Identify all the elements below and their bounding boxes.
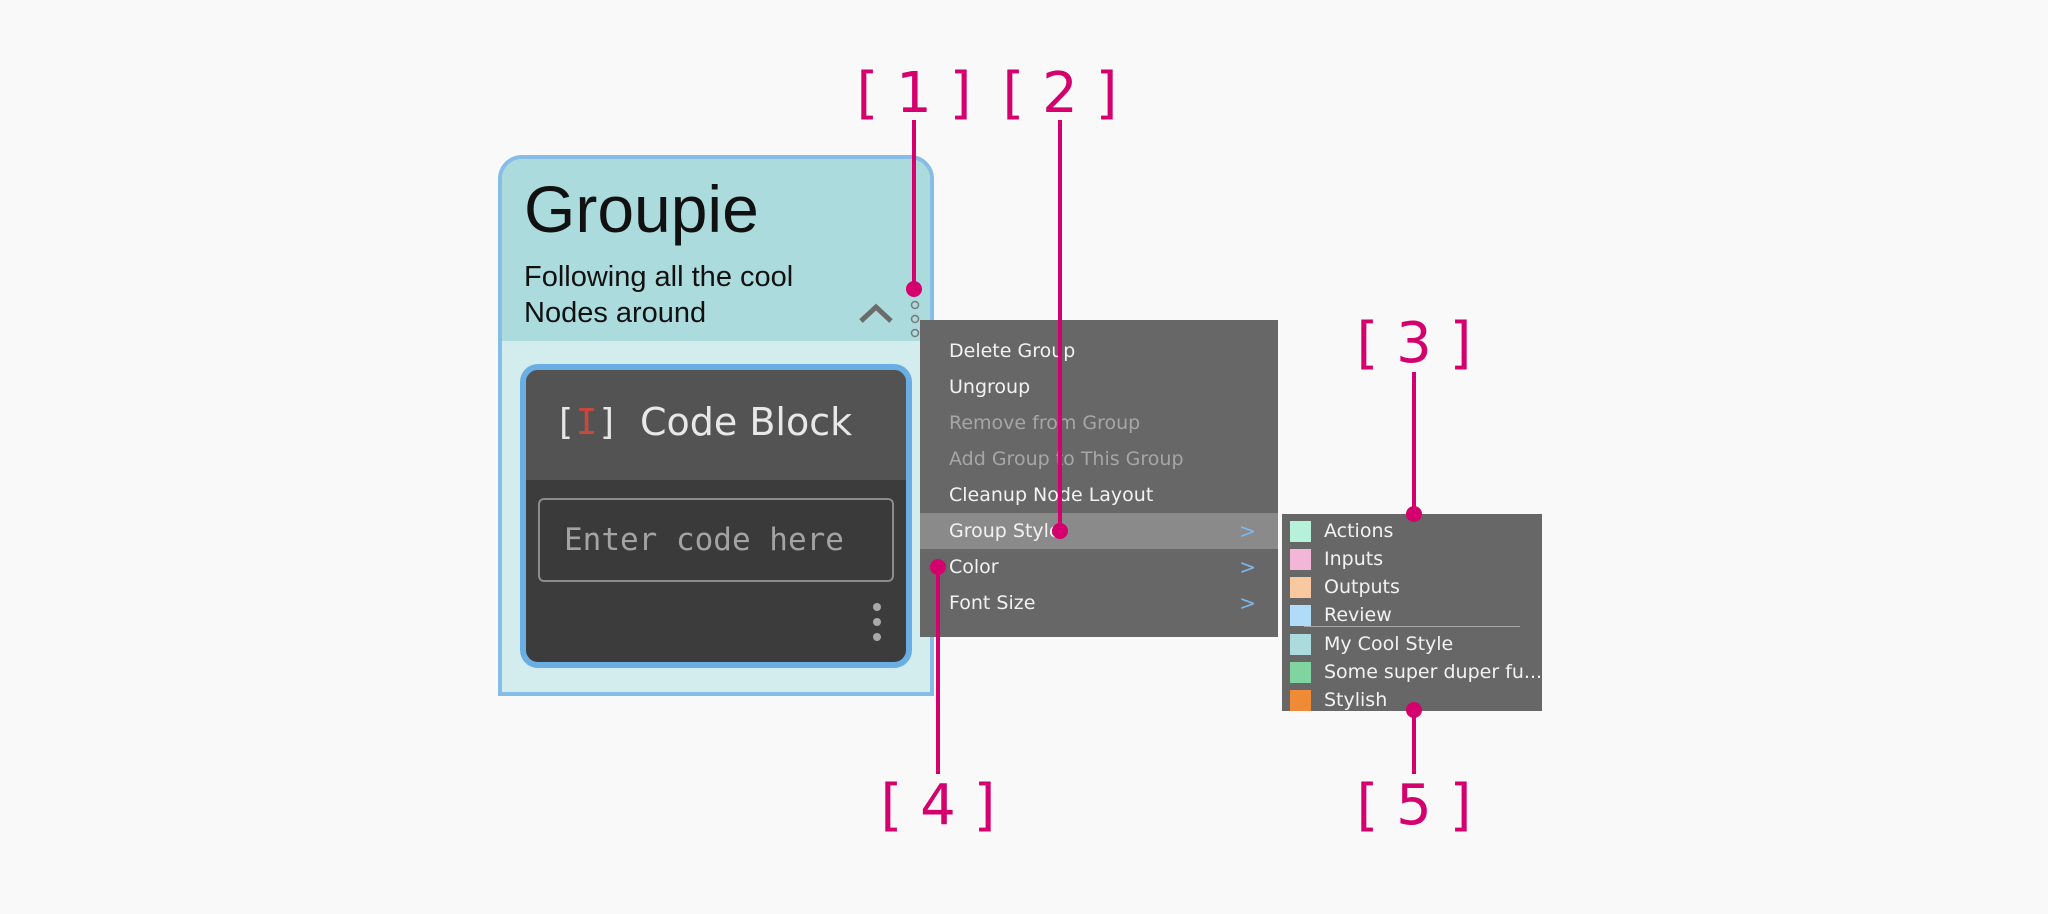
chevron-up-icon[interactable]	[858, 301, 894, 325]
submenu-item-outputs[interactable]: Outputs	[1282, 573, 1542, 601]
color-swatch	[1290, 521, 1311, 542]
code-input[interactable]	[538, 498, 894, 582]
submenu-item-actions[interactable]: Actions	[1282, 517, 1542, 545]
menu-item-delete-group[interactable]: Delete Group	[949, 340, 1076, 362]
color-swatch	[1290, 662, 1311, 683]
callout-3: [ 3 ]	[1356, 311, 1472, 376]
callout-1: [ 1 ]	[856, 61, 972, 126]
menu-item-font-size[interactable]: Font Size >	[920, 585, 1278, 621]
menu-item-remove-from-group[interactable]: Remove from Group	[949, 412, 1141, 434]
submenu-item-stylish[interactable]: Stylish	[1282, 686, 1542, 714]
submenu-item-inputs[interactable]: Inputs	[1282, 545, 1542, 573]
chevron-right-icon: >	[1239, 519, 1256, 543]
color-swatch	[1290, 634, 1311, 655]
callout-2: [ 2 ]	[1002, 61, 1118, 126]
callout-4: [ 4 ]	[880, 773, 996, 838]
code-block-title: Code Block	[640, 400, 853, 444]
color-swatch	[1290, 577, 1311, 598]
submenu-item-my-cool-style[interactable]: My Cool Style	[1282, 630, 1542, 658]
chevron-right-icon: >	[1239, 591, 1256, 615]
group-container[interactable]: Groupie Following all the cool Nodes aro…	[498, 155, 934, 696]
color-swatch	[1290, 605, 1311, 626]
chevron-right-icon: >	[1239, 555, 1256, 579]
group-context-menu: Delete Group Ungroup Remove from Group A…	[920, 320, 1278, 637]
vertical-dots-icon[interactable]	[910, 299, 920, 339]
group-header[interactable]: Groupie Following all the cool Nodes aro…	[502, 159, 930, 341]
group-title[interactable]: Groupie	[524, 172, 759, 246]
color-swatch	[1290, 690, 1311, 711]
group-description[interactable]: Following all the cool Nodes around	[524, 261, 794, 329]
menu-item-group-style[interactable]: Group Style >	[920, 513, 1278, 549]
submenu-item-some-super-duper[interactable]: Some super duper fu...	[1282, 658, 1542, 686]
menu-item-ungroup[interactable]: Ungroup	[949, 376, 1031, 398]
code-block-header[interactable]: [I] Code Block	[526, 370, 906, 480]
menu-item-cleanup-node-layout[interactable]: Cleanup Node Layout	[949, 484, 1154, 506]
callout-5: [ 5 ]	[1356, 773, 1472, 838]
code-block-icon: [I]	[554, 402, 620, 443]
menu-item-color[interactable]: Color >	[920, 549, 1278, 585]
group-style-submenu: Actions Inputs Outputs Review My Cool St…	[1282, 514, 1542, 711]
submenu-item-review[interactable]: Review	[1282, 601, 1542, 629]
submenu-divider	[1304, 626, 1520, 627]
menu-item-add-group-to-group[interactable]: Add Group to This Group	[949, 448, 1184, 470]
code-block-node[interactable]: [I] Code Block	[520, 364, 912, 668]
color-swatch	[1290, 549, 1311, 570]
vertical-dots-icon[interactable]	[872, 602, 882, 642]
